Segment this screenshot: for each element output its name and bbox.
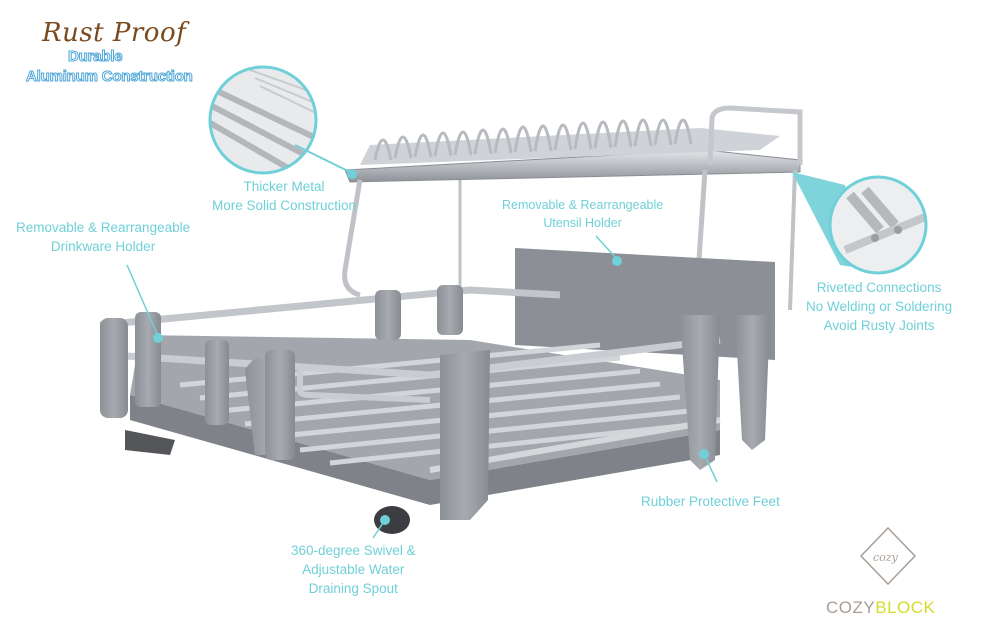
callout-line: Thicker Metal [243,179,325,194]
subtitle-aluminum: Aluminum Construction [26,68,194,86]
callout-line: Removable & Rearrangeable [502,198,664,212]
callout-line: Draining Spout [308,581,398,596]
swivel-spout [374,506,410,534]
zoom-riveted [792,172,928,275]
callout-line: More Solid Construction [212,198,357,213]
logo-script: cozy [873,551,898,564]
zoom-thicker-metal [208,65,357,179]
cozyblock-logo-diamond [859,526,917,586]
title-rust-proof: Rust Proof [42,18,187,48]
leader-lines [126,235,718,539]
callout-line: Drinkware Holder [50,239,156,254]
callout-drinkware-holder: Removable & Rearrangeable Drinkware Hold… [16,218,190,256]
upper-tier [342,105,803,321]
brand-block: BLOCK [875,598,936,617]
brand-cozy: COZY [826,598,876,617]
subtitle-durable: Durable [67,48,123,66]
callout-line: Avoid Rusty Joints [823,318,935,333]
callout-line: Rubber Protective Feet [641,494,780,509]
callout-utensil-holder: Removable & Rearrangeable Utensil Holder [502,196,663,232]
callout-line: Adjustable Water [302,562,405,577]
callout-riveted-connections: Riveted Connections No Welding or Solder… [806,278,952,335]
utensil-holder [515,248,775,360]
plastic-clips [100,285,770,520]
callout-line: Riveted Connections [816,280,942,295]
callout-line: Utensil Holder [543,216,622,230]
callout-rubber-feet: Rubber Protective Feet [641,492,780,511]
brand-logo: COZYBLOCK [826,598,935,618]
callout-thicker-metal: Thicker Metal More Solid Construction [212,177,356,215]
callout-swivel-spout: 360-degree Swivel & Adjustable Water Dra… [291,541,416,598]
callout-line: No Welding or Soldering [806,299,953,314]
callout-line: 360-degree Swivel & [291,543,416,558]
callout-line: Removable & Rearrangeable [16,220,191,235]
